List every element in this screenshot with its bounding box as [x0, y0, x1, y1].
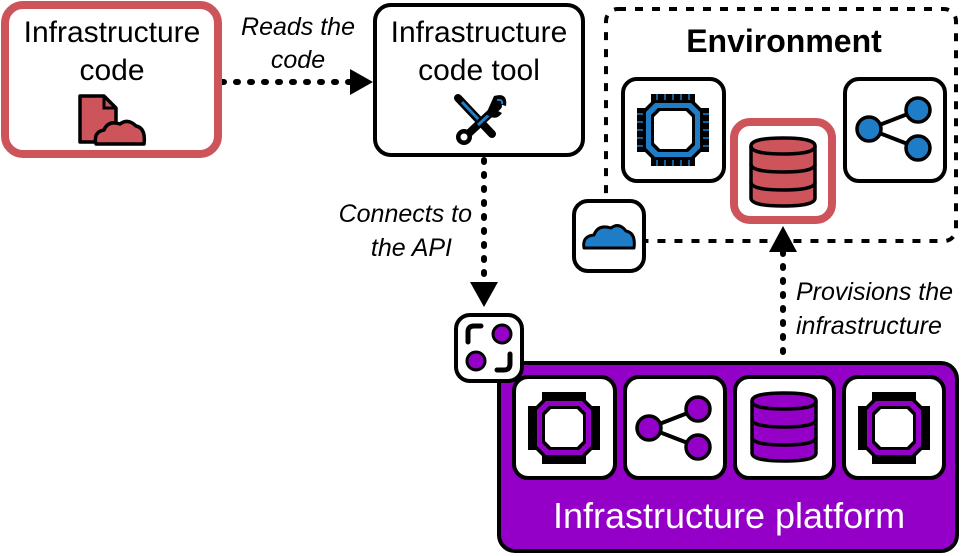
environment-item-compute[interactable]: [621, 77, 726, 183]
edge-connects-api: Connects to the API: [339, 157, 498, 307]
compute-chip-icon: [637, 94, 709, 166]
api-endpoint-icon: [465, 323, 513, 373]
infra-tool-title-line2: code tool: [418, 54, 540, 87]
environment-cloud-badge[interactable]: [572, 199, 646, 273]
edge-label-connects-line2: the API: [371, 234, 452, 262]
network-share-icon: [855, 96, 932, 162]
node-infrastructure-code[interactable]: Infrastructure code: [1, 1, 222, 158]
platform-item-network[interactable]: [623, 375, 727, 480]
environment-item-database[interactable]: [730, 118, 836, 224]
edge-provisions: Provisions the infrastructure: [769, 226, 953, 383]
node-infrastructure-platform[interactable]: Infrastructure platform: [497, 361, 959, 553]
database-icon: [749, 136, 817, 208]
arrow-head-icon: [350, 69, 373, 95]
infra-code-title-line2: code: [79, 54, 144, 87]
database-icon: [750, 391, 818, 463]
edge-label-connects-line1: Connects to: [339, 200, 473, 228]
node-infrastructure-code-tool[interactable]: Infrastructure code tool: [373, 3, 585, 157]
arrow-head-icon: [470, 282, 498, 307]
platform-item-compute-1[interactable]: [512, 375, 617, 480]
edge-reads-code: Reads the code: [219, 13, 373, 95]
edge-label-reads-line1: Reads the: [241, 13, 355, 41]
network-share-icon: [635, 395, 712, 461]
edge-label-provisions-line1: Provisions the: [796, 278, 953, 306]
environment-item-network[interactable]: [843, 77, 947, 183]
platform-title: Infrastructure platform: [553, 495, 905, 536]
wrench-screwdriver-icon: [454, 94, 507, 145]
node-environment[interactable]: Environment: [572, 7, 958, 273]
platform-item-compute-2[interactable]: [842, 375, 946, 480]
environment-title: Environment: [686, 23, 882, 59]
infra-tool-title-line1: Infrastructure: [391, 16, 568, 49]
edge-label-provisions-line2: infrastructure: [796, 312, 942, 340]
compute-chip-icon: [528, 392, 600, 464]
infra-code-title-line1: Infrastructure: [24, 16, 201, 49]
platform-item-database[interactable]: [733, 375, 836, 480]
edge-label-reads-line2: code: [271, 46, 325, 74]
node-api-endpoint[interactable]: [454, 313, 524, 383]
cloud-icon: [582, 224, 636, 250]
document-cloud-icon: [78, 94, 147, 146]
compute-chip-icon: [858, 392, 930, 464]
